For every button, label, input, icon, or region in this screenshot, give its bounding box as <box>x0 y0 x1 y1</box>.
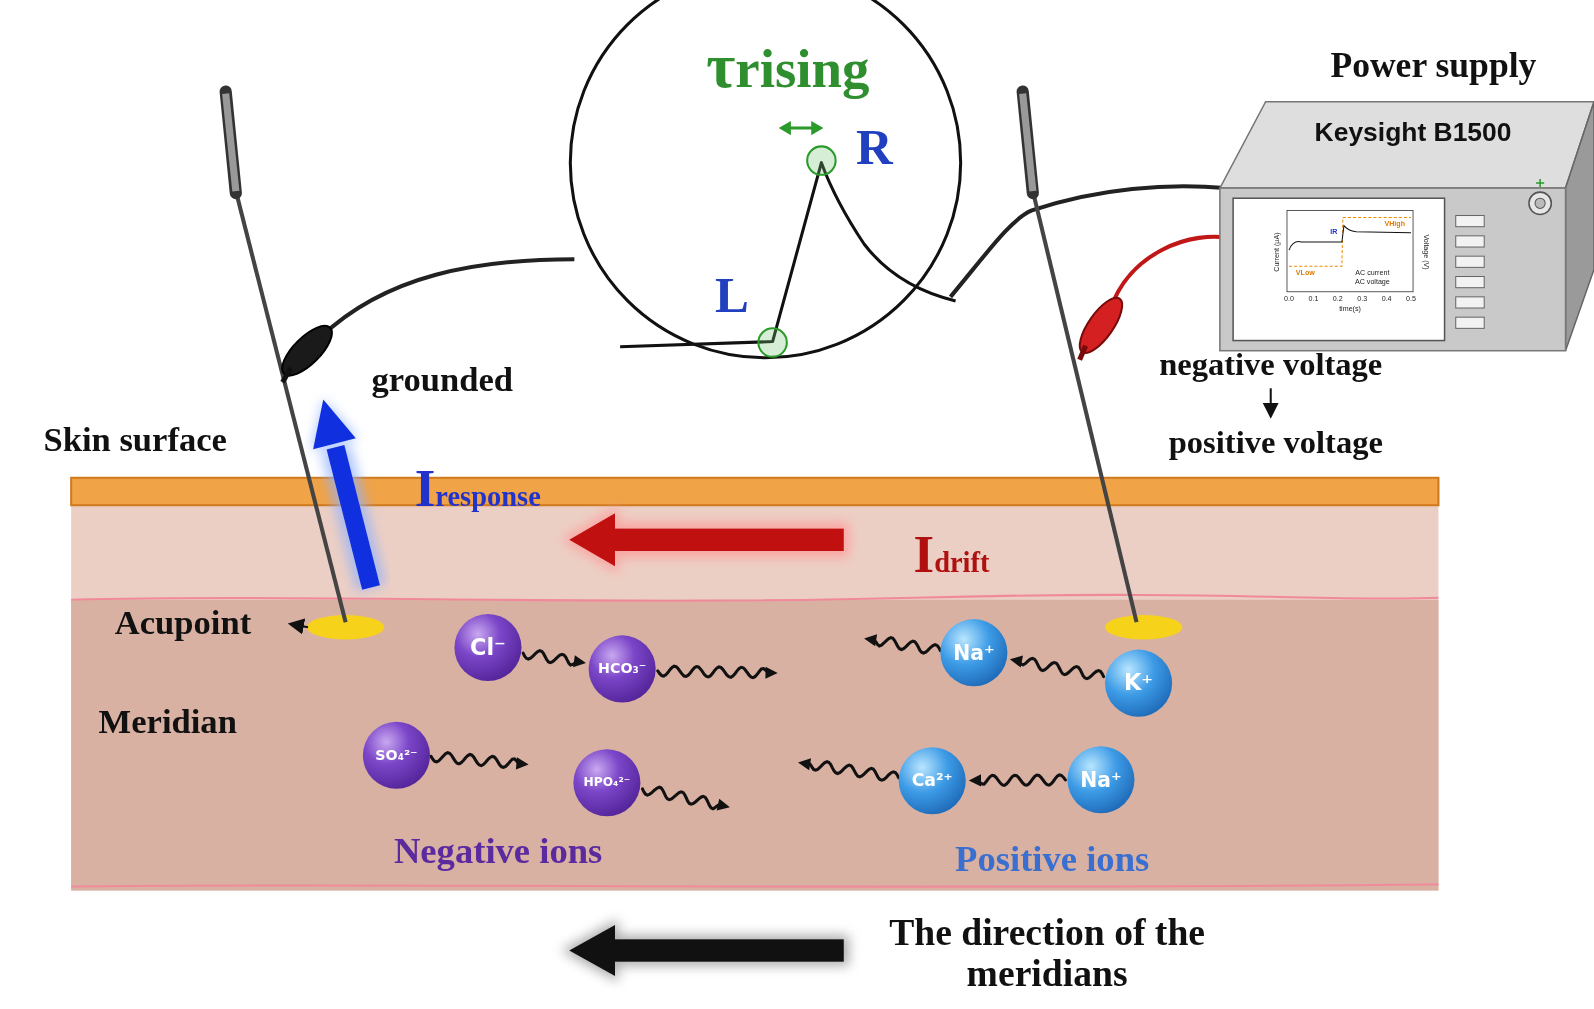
group-label: Negative ions <box>394 832 602 872</box>
ion-drift-arrow <box>431 753 529 770</box>
part-label: Acupoint <box>115 603 251 641</box>
current-label: Iresponse <box>415 459 541 517</box>
ion-drift-arrow <box>1010 655 1104 678</box>
ion-symbol: SO₄²⁻ <box>375 747 417 763</box>
power-supply: Power supplyKeysight B1500 <box>1215 41 1594 356</box>
ion-drift-arrow <box>523 651 586 668</box>
ion-drift-arrow <box>798 758 899 780</box>
ion-symbol: Na⁺ <box>953 641 994 663</box>
tick-label: 0.2 <box>1333 295 1343 303</box>
direction-label: The direction of the meridians <box>874 912 1220 995</box>
tick-label: 0.0 <box>1284 295 1294 303</box>
legend-text: AC voltage <box>1355 278 1390 286</box>
axis-label: Voltage (V) <box>1422 235 1430 270</box>
tick-label: 0.5 <box>1406 295 1416 303</box>
tick-label: 0.4 <box>1382 295 1392 303</box>
lr: L <box>715 267 749 323</box>
tick-label: 0.3 <box>1357 295 1367 303</box>
negative-ion: HPO₄²⁻ <box>573 749 640 816</box>
ion-symbol: K⁺ <box>1124 671 1153 696</box>
ion-symbol: HPO₄²⁻ <box>584 776 631 789</box>
tau: τrising <box>706 31 869 100</box>
axis-label: time(s) <box>1339 305 1361 313</box>
ion-symbol: Ca²⁺ <box>912 771 953 790</box>
legend-text: AC current <box>1355 269 1389 277</box>
positive-ion: Ca²⁺ <box>899 747 966 814</box>
negative-ion: HCO₃⁻ <box>589 635 656 702</box>
signal-label: VLow <box>1296 269 1315 277</box>
voltage-label: positive voltage <box>1169 424 1383 460</box>
positive-ion: K⁺ <box>1105 650 1172 717</box>
ground-label: grounded <box>371 360 513 398</box>
positive-ion: Na⁺ <box>940 619 1007 686</box>
ion-drift-arrow <box>864 634 940 653</box>
ps-brand: Keysight B1500 <box>1315 118 1512 147</box>
ion-symbol: HCO₃⁻ <box>598 661 646 677</box>
negative-ion: SO₄²⁻ <box>363 722 430 789</box>
signal-label: VHigh <box>1384 220 1405 228</box>
positive-ion: Na⁺ <box>1067 746 1134 813</box>
ion-symbol: Na⁺ <box>1080 769 1121 791</box>
ps-title: Power supply <box>1330 47 1536 86</box>
voltage-label: negative voltage <box>1159 346 1382 382</box>
signal-label: IR <box>1330 228 1337 236</box>
power-supply-box <box>1215 41 1594 356</box>
ion-drift-arrow <box>969 774 1066 786</box>
inset-circle: τrisingL R <box>567 0 963 361</box>
layer-label: Skin surface <box>43 420 226 458</box>
ion-drift-arrow <box>642 787 729 810</box>
layer-label: Meridian <box>99 703 237 741</box>
ion-drift-arrow <box>658 666 778 679</box>
negative-ion: Cl⁻ <box>454 614 521 681</box>
tick-label: 0.1 <box>1308 295 1318 303</box>
current-label: Idrift <box>914 525 990 583</box>
group-label: Positive ions <box>955 840 1149 880</box>
axis-label: Current (μA) <box>1273 232 1281 271</box>
ion-symbol: Cl⁻ <box>470 635 506 660</box>
lr: R <box>856 119 893 175</box>
